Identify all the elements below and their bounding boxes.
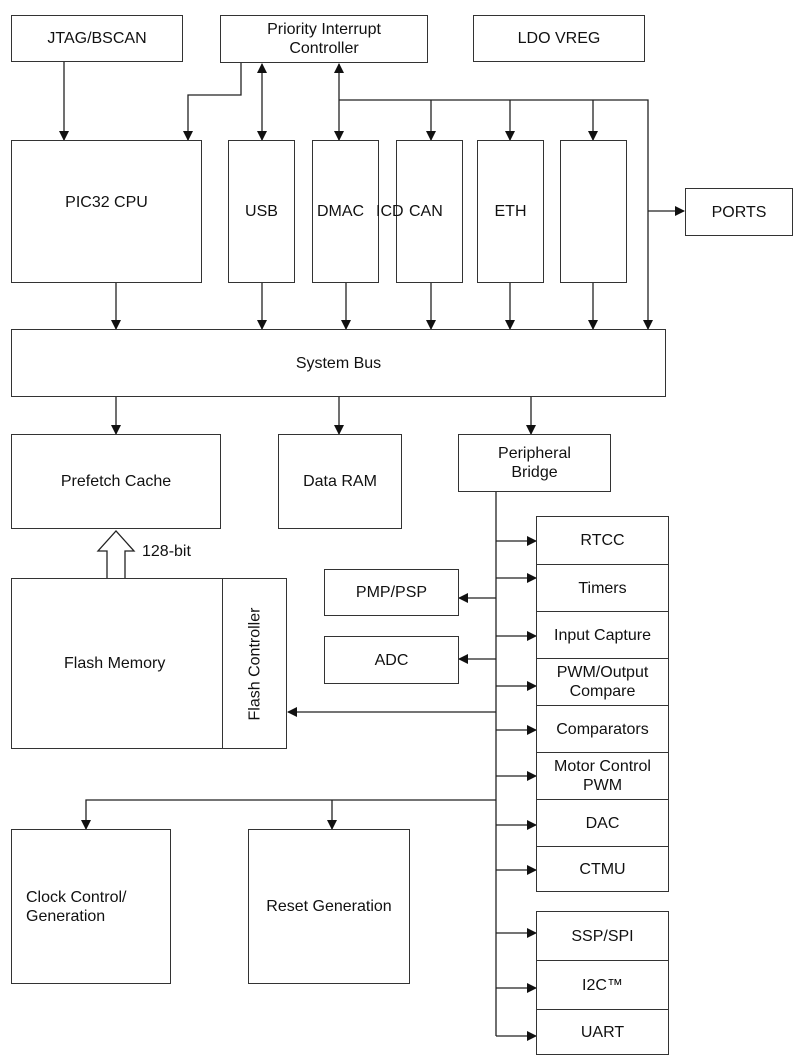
ctmu-block: CTMU: [536, 846, 669, 892]
clock-control-block: Clock Control/ Generation: [11, 829, 171, 984]
timers-label: Timers: [578, 579, 627, 597]
hollow-up-arrow-icon: [96, 530, 136, 578]
pic-block: Priority Interrupt Controller: [220, 15, 428, 63]
motor-control-pwm-label: Motor Control PWM: [554, 758, 651, 794]
flash-memory-block: Flash Memory: [11, 578, 287, 749]
adc-block: ADC: [324, 636, 459, 684]
can-label: CAN: [409, 203, 443, 220]
reset-generation-label: Reset Generation: [266, 898, 392, 915]
pmp-psp-label: PMP/PSP: [355, 584, 428, 601]
cpu-block: PIC32 CPU: [11, 140, 202, 283]
flash-controller-block: Flash Controller: [222, 578, 287, 749]
ldo-block: LDO VREG: [473, 15, 645, 62]
dac-label: DAC: [585, 814, 620, 832]
rtcc-block: RTCC: [536, 516, 669, 565]
eth-block: ETH: [477, 140, 544, 283]
ports-label: PORTS: [711, 203, 767, 221]
bus-width-label: 128-bit: [142, 543, 191, 560]
adc-label: ADC: [374, 651, 409, 669]
ldo-label: LDO VREG: [517, 30, 601, 47]
eth-label: ETH: [494, 203, 527, 220]
dmac-block: DMAC: [312, 140, 379, 283]
clock-control-label: Clock Control/ Generation: [26, 888, 127, 925]
i2c-block: I2C™: [536, 960, 669, 1010]
flash-controller-label: Flash Controller: [246, 607, 263, 720]
reset-generation-block: Reset Generation: [248, 829, 410, 984]
icd-label: ICD: [376, 203, 404, 220]
input-capture-label: Input Capture: [554, 626, 651, 644]
prefetch-cache-label: Prefetch Cache: [60, 473, 172, 490]
ssp-spi-block: SSP/SPI: [536, 911, 669, 961]
peripheral-bridge-label: Peripheral Bridge: [498, 445, 571, 481]
uart-label: UART: [580, 1023, 625, 1041]
jtag-label: JTAG/BSCAN: [47, 30, 147, 47]
system-bus-block: System Bus: [11, 329, 666, 397]
rtcc-label: RTCC: [580, 532, 625, 549]
comparators-block: Comparators: [536, 705, 669, 753]
usb-label: USB: [245, 203, 278, 220]
ssp-spi-label: SSP/SPI: [571, 927, 634, 945]
pwm-output-compare-label: PWM/Output Compare: [556, 664, 649, 700]
comparators-label: Comparators: [556, 720, 649, 738]
can-block: [396, 140, 463, 283]
jtag-block: JTAG/BSCAN: [11, 15, 183, 62]
ctmu-label: CTMU: [579, 860, 626, 878]
dmac-label: DMAC: [317, 203, 365, 220]
flash-memory-label: Flash Memory: [64, 655, 166, 672]
peripheral-bridge-block: Peripheral Bridge: [458, 434, 611, 492]
cpu-label: PIC32 CPU: [65, 194, 148, 211]
system-bus-label: System Bus: [295, 354, 382, 372]
unlabeled-block: [560, 140, 627, 283]
i2c-label: I2C™: [582, 976, 623, 994]
dac-block: DAC: [536, 799, 669, 847]
input-capture-block: Input Capture: [536, 611, 669, 659]
pwm-output-compare-block: PWM/Output Compare: [536, 658, 669, 706]
pmp-psp-block: PMP/PSP: [324, 569, 459, 616]
motor-control-pwm-block: Motor Control PWM: [536, 752, 669, 800]
pic-label: Priority Interrupt Controller: [267, 21, 381, 57]
uart-block: UART: [536, 1009, 669, 1055]
prefetch-cache-block: Prefetch Cache: [11, 434, 221, 529]
data-ram-block: Data RAM: [278, 434, 402, 529]
ports-block: PORTS: [685, 188, 793, 236]
usb-block: USB: [228, 140, 295, 283]
timers-block: Timers: [536, 564, 669, 612]
data-ram-label: Data RAM: [303, 473, 377, 490]
